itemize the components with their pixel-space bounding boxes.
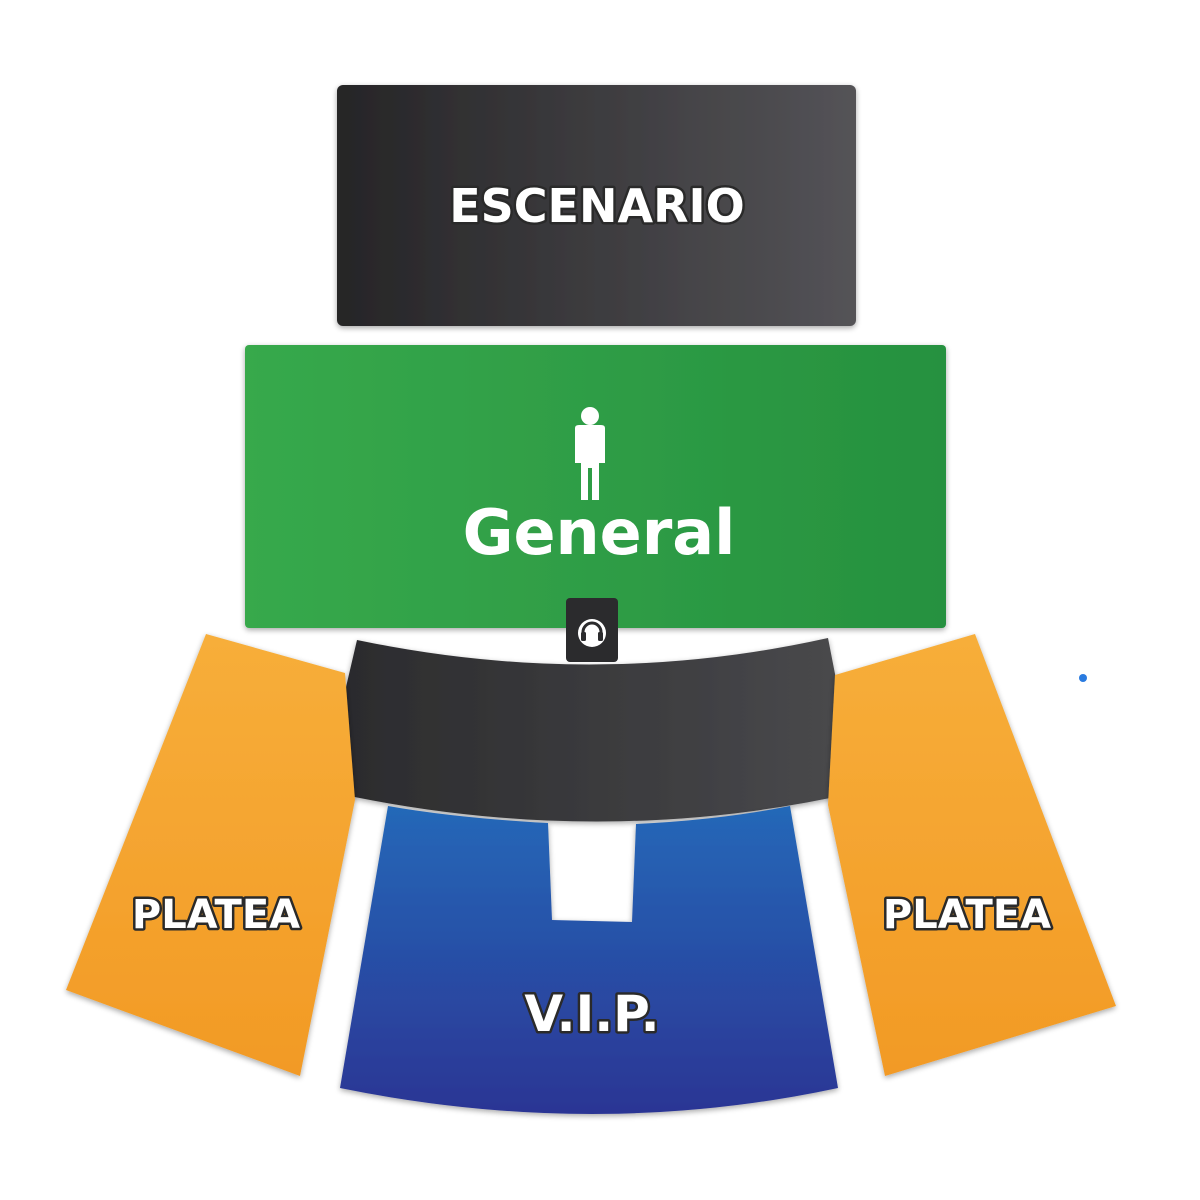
- zone-platea-left[interactable]: PLATEA: [66, 634, 355, 1076]
- zone-stage[interactable]: ESCENARIO: [337, 85, 856, 326]
- platea-left-area: [66, 634, 355, 1076]
- platea-left-label: PLATEA: [132, 892, 300, 938]
- stage-label: ESCENARIO: [449, 179, 744, 233]
- zone-vip[interactable]: V.I.P.: [340, 806, 838, 1114]
- marker-dot: [1079, 674, 1087, 682]
- mixing-section: [322, 638, 858, 822]
- vip-label: V.I.P.: [524, 985, 659, 1043]
- stage-area: [337, 85, 856, 326]
- vip-area: [340, 806, 838, 1114]
- platea-right-label: PLATEA: [883, 892, 1051, 938]
- control-booth: [566, 598, 618, 662]
- platea-right-area: [828, 634, 1116, 1076]
- zone-general[interactable]: General: [245, 345, 946, 628]
- person-icon: [575, 407, 605, 500]
- zone-platea-right[interactable]: PLATEA: [828, 634, 1116, 1076]
- headphones-icon: [578, 619, 606, 647]
- general-label: General: [463, 496, 736, 569]
